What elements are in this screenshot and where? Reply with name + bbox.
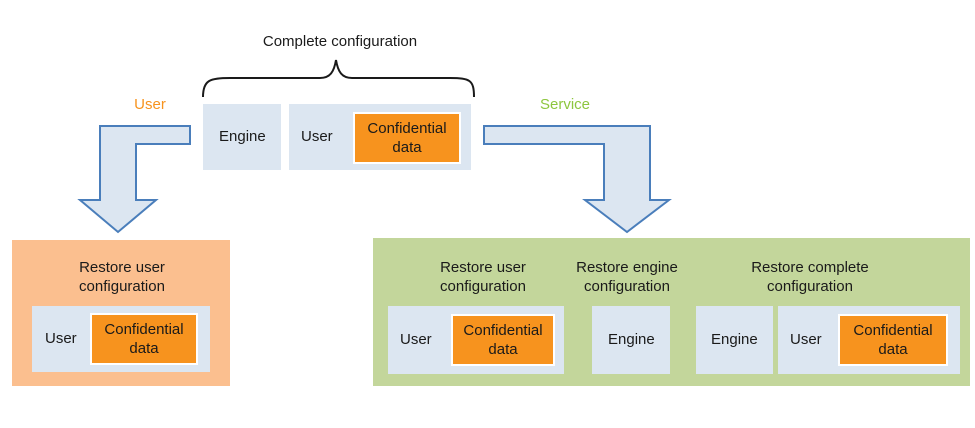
user-label: User (400, 331, 432, 348)
user-label: User (45, 330, 77, 347)
service-arrow (483, 125, 672, 234)
restore-engine-title: Restore engine configuration (576, 259, 678, 295)
restore-user-title: Restore user configuration (79, 259, 165, 295)
user-panel-user-box: User Confidential data (32, 306, 210, 372)
confidential-data-box: Confidential data (451, 314, 555, 366)
restore-complete-title: Restore complete configuration (751, 259, 869, 295)
confidential-data-box: Confidential data (838, 314, 948, 366)
service-complete-user-box: User Confidential data (778, 306, 960, 374)
user-arrow-label: User (134, 96, 166, 113)
user-restore-panel: Restore user configuration User Confiden… (12, 240, 230, 386)
service-user-box: User Confidential data (388, 306, 564, 374)
service-arrow-label: Service (539, 96, 591, 113)
confidential-data-box: Confidential data (90, 313, 198, 365)
user-arrow (77, 125, 191, 234)
engine-label: Engine (219, 128, 266, 145)
restore-user-title: Restore user configuration (440, 259, 526, 295)
top-user-box: User Confidential data (289, 104, 471, 170)
service-complete-engine-box: Engine (696, 306, 773, 374)
engine-label: Engine (608, 331, 655, 348)
user-label: User (301, 128, 333, 145)
user-label: User (790, 331, 822, 348)
service-engine-box: Engine (592, 306, 670, 374)
confidential-data-box: Confidential data (353, 112, 461, 164)
top-engine-box: Engine (203, 104, 281, 170)
service-restore-panel: Restore user configuration User Confiden… (373, 238, 970, 386)
top-brace (202, 59, 475, 98)
engine-label: Engine (711, 331, 758, 348)
complete-configuration-title: Complete configuration (262, 33, 418, 50)
